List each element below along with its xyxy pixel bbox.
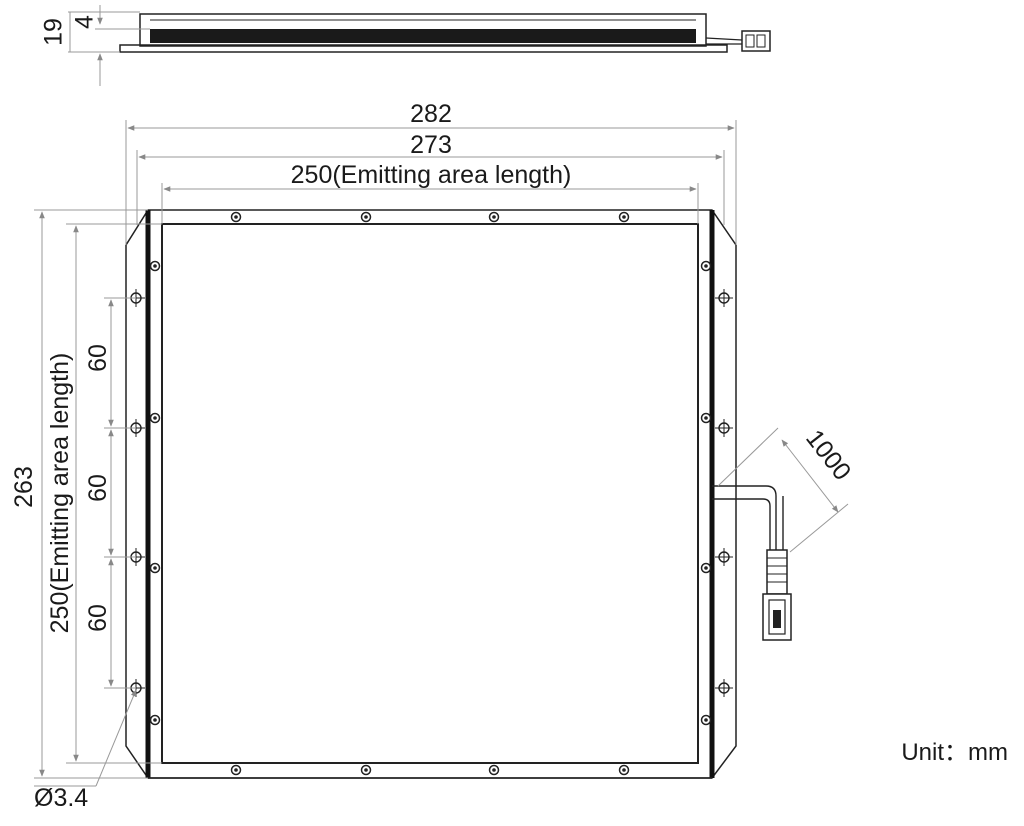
- emitting-area: [161, 223, 699, 764]
- dim-hole-pitch-3: 60: [84, 604, 112, 632]
- side-view: 19 4: [40, 5, 771, 86]
- dim-height-outer: 263: [10, 466, 38, 508]
- side-connector: [741, 30, 771, 52]
- dim-height-emitting: 250(Emitting area length): [46, 353, 74, 634]
- side-housing: [139, 13, 707, 47]
- dim-width-emitting: 250(Emitting area length): [291, 161, 572, 189]
- frame-screws: [149, 211, 712, 776]
- cable-connector: [762, 549, 792, 641]
- dim-hole-pitch-2: 60: [84, 474, 112, 502]
- dim-hole-diameter: Ø3.4: [34, 784, 88, 812]
- dimensions: [34, 120, 849, 787]
- dim-cable-length: 1000: [800, 425, 856, 486]
- side-base-plate: [119, 44, 728, 53]
- side-diffuser: [150, 29, 696, 43]
- top-view: [125, 209, 792, 779]
- unit-label: Unit：mm: [901, 739, 1008, 766]
- dim-hole-pitch-1: 60: [84, 344, 112, 372]
- dim-width-outer: 282: [410, 100, 452, 128]
- dim-width-frame: 273: [410, 131, 452, 159]
- side-dim-panel: 4: [71, 15, 99, 29]
- side-dim-total: 19: [40, 18, 68, 46]
- cable: [712, 485, 777, 552]
